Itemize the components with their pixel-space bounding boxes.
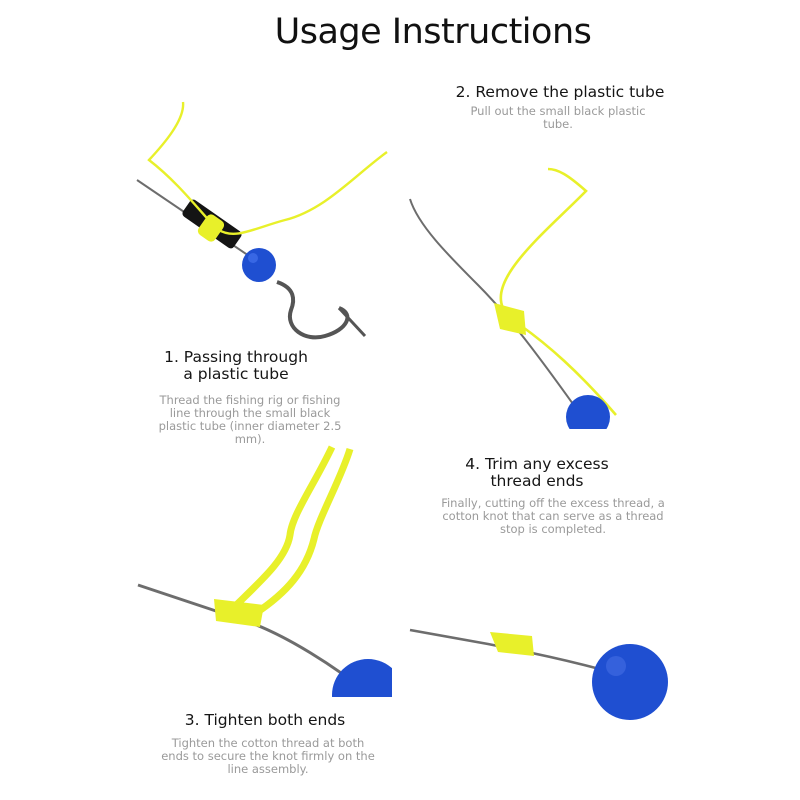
step-1-heading-line2: a plastic tube <box>183 365 289 383</box>
step-1-illustration <box>135 100 395 345</box>
step-1-heading: 1. Passing through a plastic tube <box>150 349 322 383</box>
step-2-description: Pull out the small black plastic tube. <box>470 104 646 131</box>
step-4-illustration <box>408 600 668 720</box>
step-2-illustration <box>408 165 632 429</box>
step-1-heading-line1: 1. Passing through <box>164 348 308 366</box>
step-3-heading-text: 3. Tighten both ends <box>184 711 346 729</box>
step-4-heading-line1: 4. Trim any excess <box>465 455 609 473</box>
step-3-description: Tighten the cotton thread at both ends t… <box>161 736 375 776</box>
step-3-illustration <box>136 445 392 697</box>
page-title: Usage Instructions <box>274 12 592 52</box>
step-2-heading: 2. Remove the plastic tube <box>455 84 665 101</box>
step-4-heading: 4. Trim any excess thread ends <box>462 456 612 490</box>
step-4-heading-line2: thread ends <box>490 472 584 490</box>
step-4-description: Finally, cutting off the excess thread, … <box>441 496 665 536</box>
step-3-heading: 3. Tighten both ends <box>175 712 355 729</box>
step-1-description: Thread the fishing rig or fishing line t… <box>158 393 342 446</box>
step-2-heading-text: 2. Remove the plastic tube <box>455 83 665 101</box>
